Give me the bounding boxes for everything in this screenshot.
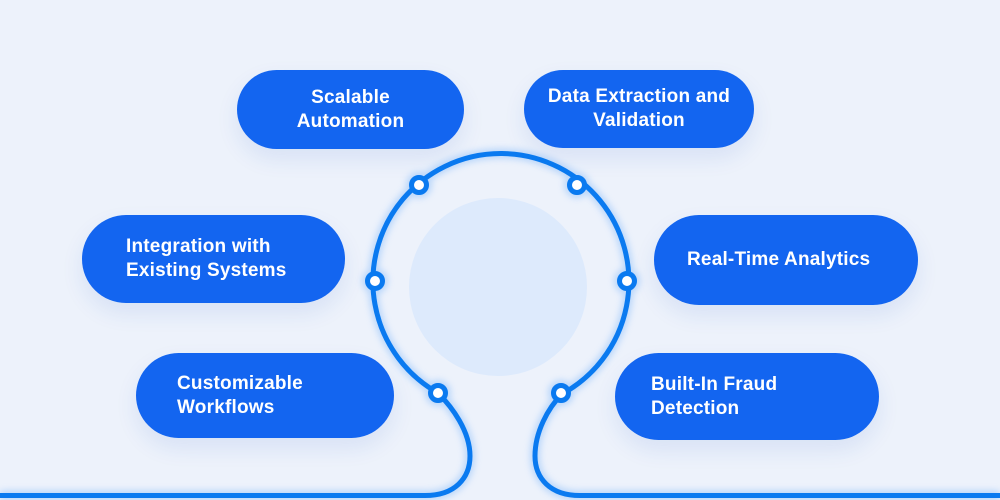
pill-label: Customizable Workflows	[177, 372, 394, 420]
connector-node	[551, 383, 571, 403]
feature-pill-scalable-automation: Scalable Automation	[237, 70, 464, 149]
pill-label-line: Existing Systems	[126, 260, 287, 281]
hub-inner-disc	[409, 198, 587, 376]
feature-pill-customizable-workflows: Customizable Workflows	[136, 353, 394, 438]
connector-nodes	[365, 175, 637, 403]
feature-pill-integration-existing-systems: Integration with Existing Systems	[82, 215, 345, 303]
pill-label: Data Extraction and Validation	[524, 85, 754, 133]
pill-label: Real-Time Analytics	[687, 248, 918, 272]
pill-label: Integration with Existing Systems	[126, 235, 345, 283]
pill-label-line: Integration with	[126, 236, 271, 257]
pill-label-line: Detection	[651, 397, 740, 419]
pill-label-line: Built-In Fraud	[651, 373, 778, 395]
connector-node	[365, 271, 385, 291]
pill-label-line: Real-Time Analytics	[687, 249, 871, 270]
connector-node	[409, 175, 429, 195]
feature-pill-real-time-analytics: Real-Time Analytics	[654, 215, 918, 305]
pill-label-line: Data Extraction and	[547, 86, 731, 107]
pill-label-line: Workflows	[177, 396, 275, 418]
connector-node	[567, 175, 587, 195]
connector-path	[0, 151, 1000, 498]
pill-label: Scalable Automation	[237, 86, 464, 134]
pill-label-line: Automation	[296, 110, 405, 132]
connector-node	[617, 271, 637, 291]
connector-node	[428, 383, 448, 403]
feature-pill-built-in-fraud-detection: Built-In Fraud Detection	[615, 353, 879, 440]
feature-pill-data-extraction-validation: Data Extraction and Validation	[524, 70, 754, 148]
pill-label-line: Validation	[593, 110, 685, 131]
pill-label-line: Customizable	[177, 372, 303, 394]
pill-label-line: Scalable	[311, 86, 390, 108]
pill-label: Built-In Fraud Detection	[651, 373, 879, 421]
